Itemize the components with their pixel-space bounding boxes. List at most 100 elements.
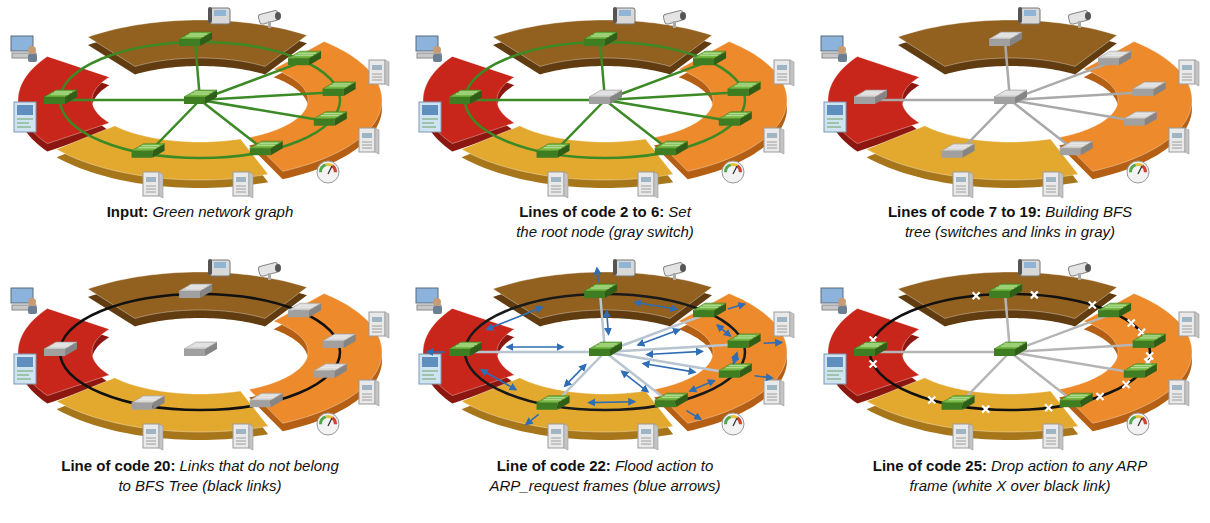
operator-icon xyxy=(11,288,37,314)
switch-ports xyxy=(295,53,316,55)
switch-icon xyxy=(693,303,726,317)
flood-arrow xyxy=(597,268,599,282)
switch-top xyxy=(314,112,347,119)
switch-ports xyxy=(544,146,565,148)
switch-icon xyxy=(989,284,1022,298)
switch-icon xyxy=(250,141,283,155)
switch-icon xyxy=(719,364,752,378)
ring-link xyxy=(870,294,1150,410)
phone-icon xyxy=(208,259,230,276)
switch-front xyxy=(854,349,875,356)
flood-arrow xyxy=(526,414,539,424)
switch-front xyxy=(323,341,344,348)
switch-front xyxy=(719,371,740,378)
caption-heading: Line of code 22: xyxy=(497,457,611,474)
box-icon xyxy=(764,380,784,406)
switch-front xyxy=(132,403,153,410)
switch-top xyxy=(584,284,617,291)
network-panel xyxy=(821,7,1199,198)
spoke-link xyxy=(605,100,671,151)
panel-caption: Line of code 25:Drop action to any ARP f… xyxy=(868,456,1153,496)
switch-ports xyxy=(456,92,477,94)
switch-front xyxy=(854,97,875,104)
spoke-link xyxy=(605,100,735,122)
spoke-link xyxy=(605,352,671,403)
switch-icon xyxy=(179,32,212,46)
switch-ports xyxy=(139,398,160,400)
flood-arrow xyxy=(589,401,635,404)
zone-ring xyxy=(88,272,307,318)
flood-arrow xyxy=(690,381,715,392)
flood-arrow xyxy=(717,325,730,336)
panel-icon xyxy=(14,102,36,132)
switch-top xyxy=(250,141,283,148)
switch-top xyxy=(994,342,1027,349)
box-icon xyxy=(143,424,163,450)
switch-front xyxy=(184,349,205,356)
spoke-link xyxy=(1010,352,1140,374)
switch-ports xyxy=(726,366,747,368)
switch-top xyxy=(589,342,622,349)
drop-mark xyxy=(870,361,877,368)
switch-ports xyxy=(700,305,721,307)
ring-link xyxy=(465,42,745,158)
switch-top xyxy=(179,284,212,291)
switch-ports xyxy=(330,336,351,338)
drop-mark xyxy=(1031,291,1038,298)
drop-mark xyxy=(1128,320,1135,327)
flood-arrow xyxy=(622,371,648,391)
switch-top xyxy=(449,342,482,349)
box-icon xyxy=(369,312,389,338)
spoke-link xyxy=(465,351,605,354)
switch-ports xyxy=(321,114,342,116)
camera-icon xyxy=(1068,10,1091,28)
switch-top xyxy=(132,144,165,151)
operator-icon xyxy=(821,36,847,62)
drop-mark xyxy=(973,292,980,299)
switch-icon xyxy=(589,90,622,104)
drop-mark xyxy=(1089,302,1096,309)
panel-caption: Line of code 20:Links that do not belong… xyxy=(60,456,340,496)
spoke-link xyxy=(870,351,1010,354)
switch-icon xyxy=(44,90,77,104)
switch-icon xyxy=(989,32,1022,46)
box-icon xyxy=(953,172,973,198)
switch-top xyxy=(449,90,482,97)
phone-icon xyxy=(613,7,635,24)
operator-icon xyxy=(821,288,847,314)
switch-ports xyxy=(949,398,970,400)
network-panel xyxy=(11,259,389,450)
switch-ports xyxy=(257,143,278,145)
gauge-icon xyxy=(722,161,744,183)
switch-ports xyxy=(662,395,683,397)
phone-icon xyxy=(1018,259,1040,276)
switch-ports xyxy=(321,366,342,368)
gauge-icon xyxy=(317,413,339,435)
flood-arrow xyxy=(607,311,609,334)
switch-top xyxy=(942,144,975,151)
switch-front xyxy=(1060,400,1081,407)
caption-heading: Line of code 25: xyxy=(873,457,987,474)
switch-top xyxy=(728,82,761,89)
switch-top xyxy=(323,82,356,89)
switch-ports xyxy=(700,53,721,55)
switch-icon xyxy=(132,144,165,158)
caption-heading: Lines of code 2 to 6: xyxy=(519,203,664,220)
switch-ports xyxy=(591,286,612,288)
switch-icon xyxy=(728,334,761,348)
switch-ports xyxy=(51,344,72,346)
switch-front xyxy=(179,39,200,46)
switch-icon xyxy=(728,82,761,96)
switch-front xyxy=(693,58,714,65)
box-icon xyxy=(638,172,658,198)
switch-front xyxy=(1124,119,1145,126)
switch-top xyxy=(994,90,1027,97)
switch-icon xyxy=(449,90,482,104)
switch-top xyxy=(942,396,975,403)
spoke-link xyxy=(200,100,330,122)
switch-top xyxy=(693,303,726,310)
switch-front xyxy=(314,119,335,126)
switch-icon xyxy=(314,112,347,126)
switch-icon xyxy=(1060,141,1093,155)
